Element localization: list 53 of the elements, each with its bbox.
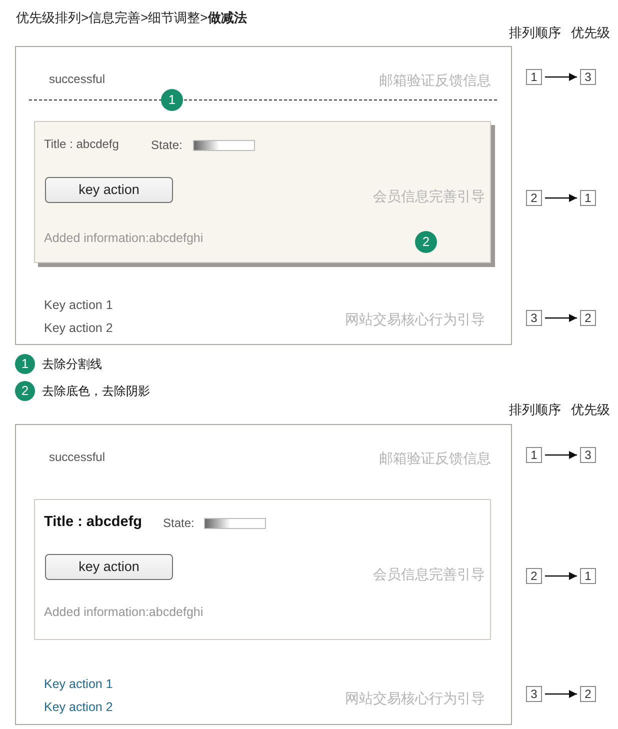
- arrow: [545, 314, 577, 322]
- note-text: 去除底色，去除阴影: [42, 383, 150, 400]
- column-header: 优先级: [571, 401, 610, 419]
- column-header: 排列顺序: [509, 24, 561, 42]
- hint-text: 网站交易核心行为引导: [345, 688, 485, 708]
- action-text: Key action 2: [44, 320, 113, 337]
- number-box: 1: [526, 69, 542, 85]
- action-link: Key action 2: [44, 699, 113, 716]
- hint-text: 邮箱验证反馈信息: [379, 448, 491, 468]
- number-box: 3: [526, 310, 542, 326]
- action-text: Key action 1: [44, 297, 113, 314]
- number-box: 3: [580, 447, 596, 463]
- panel: [15, 424, 512, 725]
- arrow: [545, 73, 577, 81]
- action-button: key action: [45, 177, 173, 203]
- hint-text: 邮箱验证反馈信息: [379, 70, 491, 90]
- action-button: key action: [45, 554, 173, 580]
- title-text: Title : abcdefg: [44, 136, 119, 152]
- number-box: 2: [580, 686, 596, 702]
- panel: [15, 46, 512, 345]
- card: [34, 499, 491, 640]
- status-text: successful: [49, 70, 106, 88]
- number-box: 3: [580, 69, 596, 85]
- card: [34, 121, 491, 263]
- number-box: 3: [526, 686, 542, 702]
- info-text: Added information:abcdefghi: [44, 604, 204, 621]
- arrow: [545, 194, 577, 202]
- number-box: 1: [526, 447, 542, 463]
- title-text: Title : abcdefg: [44, 513, 142, 532]
- action-link: Key action 1: [44, 676, 113, 693]
- hint-text: 网站交易核心行为引导: [345, 310, 485, 328]
- number-box: 1: [580, 568, 596, 584]
- number-box: 2: [580, 310, 596, 326]
- column-header: 排列顺序: [509, 401, 561, 419]
- arrow: [545, 451, 577, 459]
- breadcrumb-title: 优先级排列>信息完善>细节调整>做减法: [16, 9, 247, 27]
- arrow: [545, 690, 577, 698]
- info-text: Added information:abcdefghi: [44, 230, 204, 247]
- hint-text: 会员信息完善引导: [373, 186, 485, 206]
- status-text: successful: [49, 448, 106, 466]
- note-text: 去除分割线: [42, 356, 102, 373]
- number-box: 2: [526, 190, 542, 206]
- arrow: [545, 572, 577, 580]
- callout-number: 1: [15, 354, 35, 374]
- number-box: 2: [526, 568, 542, 584]
- callout-number: 2: [15, 381, 35, 401]
- field-label: State:: [163, 514, 194, 532]
- number-box: 1: [580, 190, 596, 206]
- hint-text: 会员信息完善引导: [373, 564, 485, 584]
- field-label: State:: [151, 136, 182, 154]
- callout-number: 1: [161, 89, 183, 111]
- column-header: 优先级: [571, 24, 610, 42]
- callout-number: 2: [415, 231, 437, 253]
